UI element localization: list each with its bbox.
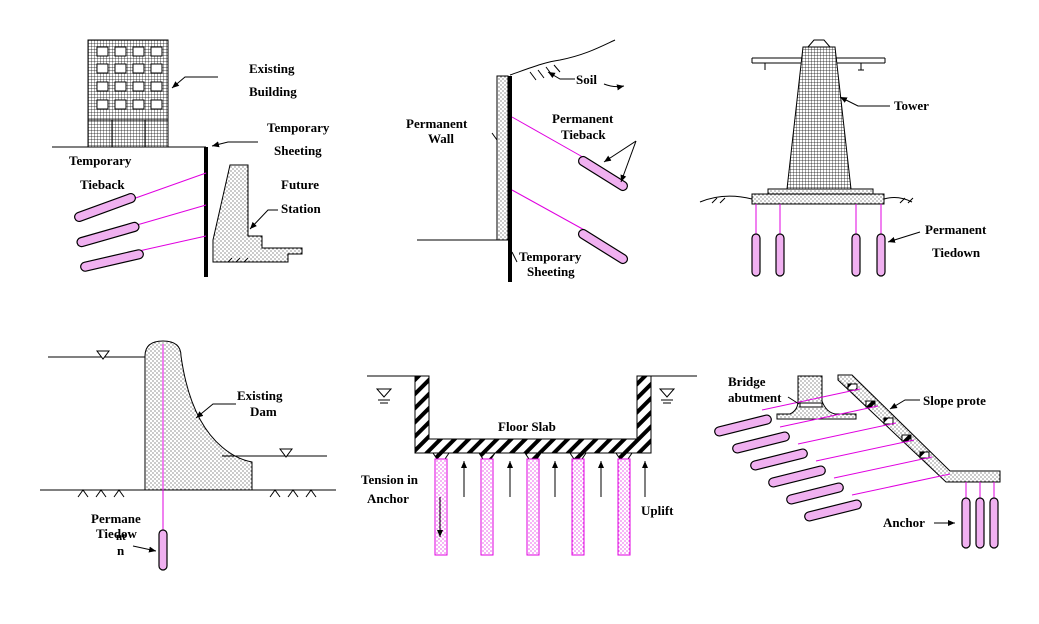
label-tension-in-anchor-1: Tension in [361, 472, 419, 487]
leader-permanent-tiedown [887, 231, 921, 243]
existing-dam-shape [144, 340, 253, 491]
leader-existing-dam [195, 403, 236, 419]
leader-soil [547, 71, 575, 80]
building-base [88, 119, 168, 147]
label-uplift: Uplift [641, 503, 674, 518]
panel-slab: Floor Slab Tension in Anchor Uplift [361, 375, 697, 556]
leader-existing-building [171, 76, 218, 89]
leader-permanent-tieback-1 [603, 140, 637, 163]
downstream-water-symbol [279, 448, 293, 458]
leader-temporary-sheeting [511, 251, 518, 263]
floor-slab-structure [414, 375, 652, 454]
label-permanent-tiedown-3: nt [116, 531, 126, 543]
bridge-abutment-shape [776, 375, 857, 420]
label-bridge-abutment-2: abutment [728, 390, 782, 405]
label-existing-building-2: Building [249, 84, 297, 99]
panel-wall: Soil Permanent Wall Permanent Tieback Te… [406, 39, 637, 282]
soil-hatch [529, 64, 561, 81]
slab-haunches [432, 452, 633, 460]
label-soil: Soil [576, 72, 597, 87]
leader-permanent-wall [491, 132, 498, 141]
permanent-wall-shape [496, 75, 509, 241]
tower-footing [751, 193, 885, 205]
label-existing-dam-2: Dam [250, 404, 277, 419]
label-permanent-tiedown-1: Permane [91, 511, 141, 526]
label-temporary-tieback-2: Tieback [80, 177, 125, 192]
label-permanent-tiedown-4: n [117, 543, 125, 558]
slope-anchors [714, 388, 951, 522]
right-water-marks [661, 399, 673, 404]
leader-permanent-tiedown [132, 545, 157, 553]
future-station-structure [212, 164, 303, 263]
tower-shape [786, 46, 852, 190]
tower-cap [806, 39, 832, 48]
ground-hatch [77, 489, 317, 498]
label-existing-dam-1: Existing [237, 388, 283, 403]
label-permanent-tiedown-1: Permanent [925, 222, 987, 237]
left-water-marks [378, 399, 390, 404]
slope-tiedowns [961, 482, 999, 549]
label-temporary-sheeting-2: Sheeting [274, 143, 322, 158]
uplift-arrows [461, 461, 648, 497]
leader-permanent-tieback-2 [620, 140, 637, 183]
label-temporary-sheeting-1: Temporary [519, 249, 582, 264]
label-anchor: Anchor [883, 515, 925, 530]
label-permanent-wall-1: Permanent [406, 116, 468, 131]
label-tower: Tower [894, 98, 929, 113]
panel-bridge: Bridge abutment Slope prote Anchor [714, 374, 1001, 549]
label-permanent-tieback-2: Tieback [561, 127, 606, 142]
leader-future-station [249, 209, 278, 230]
left-water-symbol [375, 388, 393, 398]
temporary-tiebacks [74, 172, 207, 272]
slope-steps [847, 383, 930, 459]
label-floor-slab: Floor Slab [498, 419, 556, 434]
label-permanent-wall-2: Wall [428, 131, 454, 146]
label-permanent-tiedown-2: Tiedow [96, 526, 138, 541]
permanent-tiebacks [511, 116, 629, 265]
abutment-bearing [799, 402, 823, 408]
upstream-water-symbol [96, 350, 110, 360]
label-permanent-tieback-1: Permanent [552, 111, 614, 126]
panel-tower: Tower Permanent Tiedown [699, 39, 987, 277]
label-temporary-sheeting-1: Temporary [267, 120, 330, 135]
label-bridge-abutment-1: Bridge [728, 374, 766, 389]
label-future-station-1: Future [281, 177, 319, 192]
ground-hatch [711, 197, 914, 204]
ground-hatch [227, 257, 249, 263]
leader-slope-protection [889, 399, 920, 410]
label-temporary-tieback-1: Temporary [69, 153, 132, 168]
soil-surface [509, 39, 616, 76]
soil-arrow [603, 83, 625, 91]
panel-building: Existing Building Temporary Sheeting Tem… [52, 39, 330, 277]
tiedown-grout-bulb [158, 529, 168, 571]
label-future-station-2: Station [281, 201, 322, 216]
tower-plinth [767, 188, 874, 195]
building-windows [96, 46, 163, 110]
slope-protection-layer [837, 374, 1001, 483]
leader-bridge-abutment [787, 396, 800, 405]
right-water-symbol [658, 388, 676, 398]
panel-dam: Existing Dam Permane Tiedow nt n [40, 340, 336, 571]
leader-temporary-sheeting [211, 141, 258, 148]
label-slope-protection: Slope prote [923, 393, 986, 408]
crossarm-hangers [764, 63, 864, 71]
existing-building-shape [87, 39, 169, 148]
leader-tower [839, 96, 890, 107]
label-permanent-tiedown-2: Tiedown [932, 245, 981, 260]
permanent-tiedowns [751, 204, 886, 277]
label-temporary-sheeting-2: Sheeting [527, 264, 575, 279]
label-existing-building-1: Existing [249, 61, 295, 76]
label-tension-in-anchor-2: Anchor [367, 491, 409, 506]
